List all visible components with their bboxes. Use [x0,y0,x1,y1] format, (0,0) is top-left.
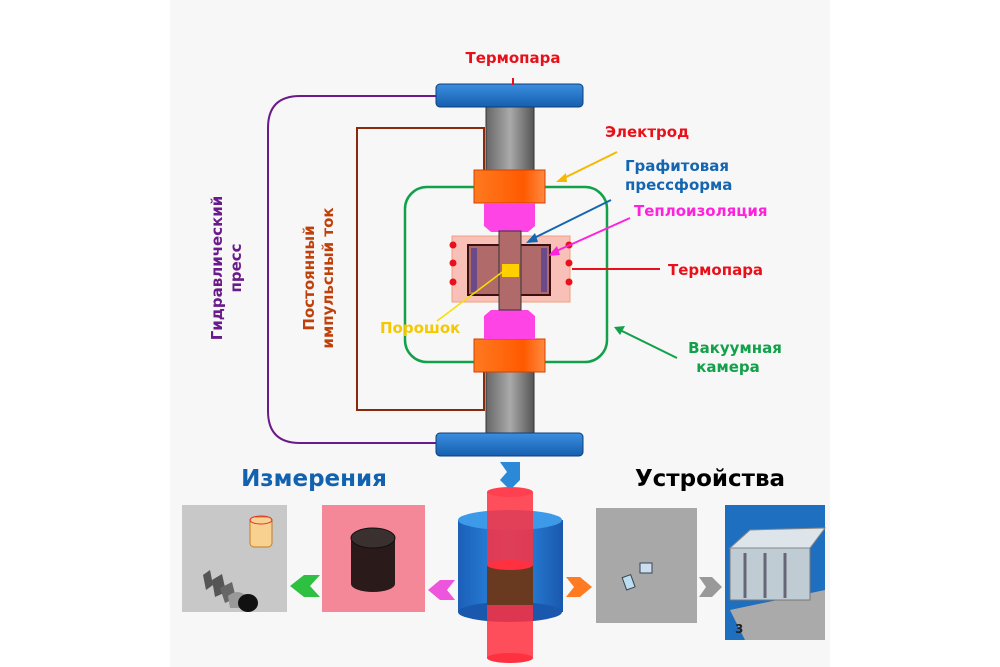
vacuum-arrow [619,329,678,359]
lower-ram [485,367,535,436]
powder-sample [502,264,519,277]
label-electrode: Электрод [605,123,689,141]
graphite-arrow [529,199,612,241]
insulation-arrowhead [548,246,560,256]
die-wall-left [471,248,477,292]
label-thermocouple-top: Термопара [465,49,560,67]
graphite-arrowhead [526,233,538,243]
down-chevron-icon [500,462,520,490]
powder-line [436,269,506,322]
label-vacuum-1: Вакуумная [688,339,782,357]
label-graphite-die-2: прессформа [625,176,732,194]
green-arrow-left-icon [290,575,320,597]
label-hydraulic-2: пресс [227,243,245,292]
label-current-2: импульсный ток [319,207,337,348]
top-press-plate [435,83,584,108]
insulation-arrow [551,217,631,254]
orange-arrow-right-icon [566,577,592,597]
label-graphite-die-1: Графитовая [625,157,729,175]
magenta-arrow-left-icon [428,580,455,600]
photo-small-devices [596,508,697,623]
lower-electrode [473,338,546,373]
bottom-press-plate [435,432,584,457]
gray-arrow-right-icon [699,577,722,597]
die-wall-right [541,248,547,292]
die-cylinder-illustration [458,487,563,663]
thermocouple-dots [449,241,573,286]
current-circuit-line [356,127,485,411]
label-thermocouple-right: Термопара [668,261,763,279]
label-powder: Порошок [380,319,460,337]
electrode-arrow [559,151,618,181]
upper-insulation-spacer [484,203,535,232]
photo-measured-samples [182,505,287,612]
heading-devices: Устройства [635,466,785,492]
lower-insulation-spacer [484,310,535,339]
label-vacuum-2: камера [696,358,760,376]
hydraulic-frame-line [267,95,436,444]
upper-electrode [473,169,546,204]
photo-sintered-pellet [322,505,425,612]
label-hydraulic-1: Гидравлический [208,196,226,341]
heading-measurements: Измерения [241,466,387,492]
ruler-mark: 3 [735,622,743,636]
upper-ram [485,104,535,174]
vacuum-arrowhead [614,326,625,335]
label-current-1: Постоянный [300,225,318,330]
label-insulation: Теплоизоляция [634,202,767,220]
electrode-arrowhead [556,173,567,182]
photo-thermoelectric-module: 3 [725,505,827,640]
